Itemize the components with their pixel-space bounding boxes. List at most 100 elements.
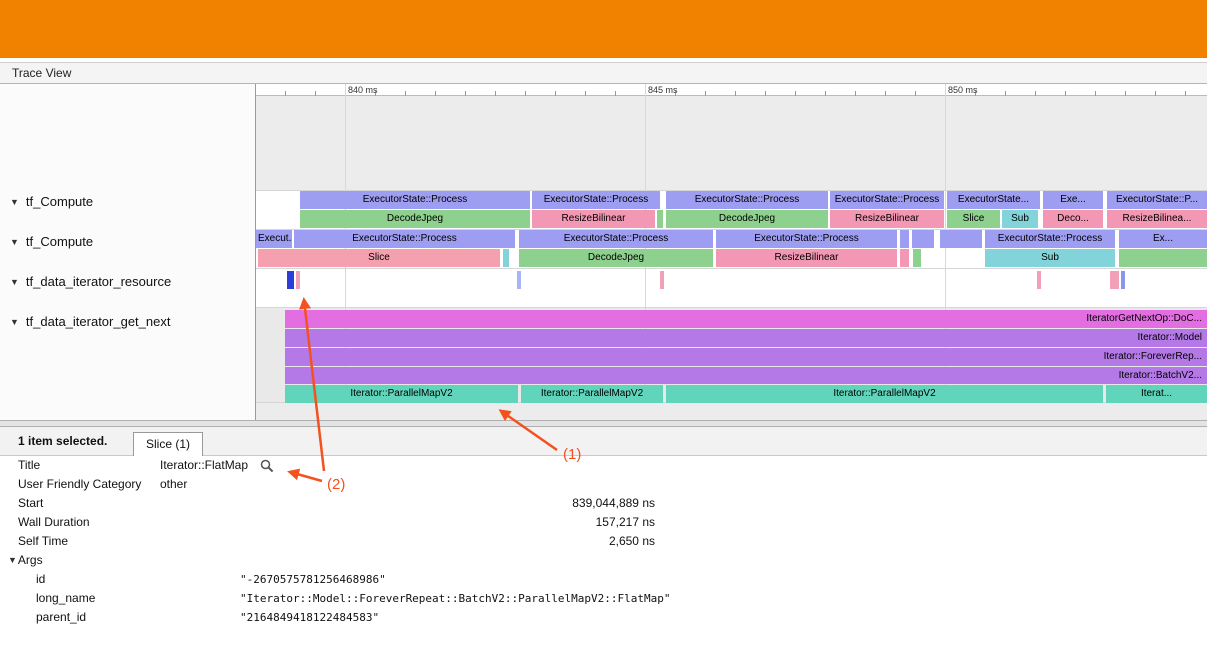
ruler-tick-label: 845 ms (648, 85, 678, 95)
arg-key: long_name (36, 591, 96, 605)
track-tf-data-iterator-get-next[interactable]: ▼ tf_data_iterator_get_next (10, 312, 170, 331)
trace-slice[interactable]: DecodeJpeg (519, 249, 713, 267)
row-separator (255, 229, 1207, 230)
trace-slice[interactable]: ExecutorState... (947, 191, 1040, 209)
trace-slice[interactable] (900, 249, 909, 267)
collapse-triangle-icon: ▼ (10, 317, 19, 327)
field-label: Self Time (18, 534, 69, 548)
field-value-wall-duration: 157,217 ns (595, 515, 655, 529)
row-separator (255, 307, 1207, 308)
trace-slice[interactable] (517, 271, 521, 289)
detail-row-title: Title Iterator::FlatMap (0, 456, 1207, 475)
trace-slice[interactable] (657, 210, 663, 228)
trace-slice[interactable]: IteratorGetNextOp::DoC... (285, 310, 1207, 328)
selected-slice[interactable] (287, 271, 294, 289)
collapse-triangle-icon: ▼ (10, 197, 19, 207)
trace-view-title: Trace View (12, 66, 72, 80)
trace-slice[interactable]: ExecutorState::P... (1107, 191, 1207, 209)
trace-slice[interactable]: ExecutorState::Process (294, 230, 515, 248)
search-icon[interactable] (260, 459, 274, 478)
args-label: Args (17, 553, 43, 567)
trace-slice[interactable] (1119, 249, 1207, 267)
trace-slice[interactable]: ExecutorState::Process (985, 230, 1115, 248)
trace-slice[interactable]: Iterator::Model (285, 329, 1207, 347)
trace-slice[interactable]: Sub (985, 249, 1115, 267)
trace-slice[interactable]: Sub (1002, 210, 1038, 228)
trace-slice[interactable] (900, 230, 909, 248)
arg-value-parent-id: "2164849418122484583" (240, 611, 380, 624)
empty-track-area (255, 96, 1207, 190)
arg-key: parent_id (36, 610, 87, 624)
detail-row-self-time: Self Time 2,650 ns (0, 532, 1207, 551)
trace-slice[interactable] (940, 230, 982, 248)
trace-slice[interactable]: DecodeJpeg (300, 210, 530, 228)
detail-row-start: Start 839,044,889 ns (0, 494, 1207, 513)
detail-row-arg-parent-id: parent_id "2164849418122484583" (0, 608, 1207, 627)
track-tf-compute-2[interactable]: ▼tf_Compute (10, 232, 93, 251)
collapse-triangle-icon: ▼ (10, 277, 19, 287)
trace-slice[interactable]: Ex... (1119, 230, 1207, 248)
trace-slice[interactable] (1110, 271, 1119, 289)
detail-row-arg-id: id "-2670575781256468986" (0, 570, 1207, 589)
ruler-tick-label: 850 ms (948, 85, 978, 95)
trace-slice[interactable]: ExecutorState::Process (532, 191, 660, 209)
ruler-tick-label: 840 ms (348, 85, 378, 95)
trace-slice[interactable]: Iterator::BatchV2... (285, 367, 1207, 384)
trace-slice[interactable] (660, 271, 664, 289)
trace-slice[interactable]: ResizeBilinear (716, 249, 897, 267)
trace-slice[interactable]: DecodeJpeg (666, 210, 828, 228)
trace-slice[interactable] (503, 249, 509, 267)
trace-slice[interactable]: ResizeBilinea... (1107, 210, 1207, 228)
trace-slice[interactable]: ExecutorState::Process (666, 191, 828, 209)
trace-slice[interactable]: ExecutorState::Process (519, 230, 713, 248)
trace-slice[interactable]: Execut... (256, 230, 292, 248)
field-value-title: Iterator::FlatMap (160, 458, 249, 472)
track-tf-data-iterator-resource[interactable]: ▼ tf_data_iterator_resource (10, 272, 171, 291)
sidebar-divider[interactable] (255, 84, 256, 420)
top-banner (0, 0, 1207, 58)
panel-divider[interactable] (0, 420, 1207, 427)
trace-slice[interactable] (913, 249, 921, 267)
trace-slice[interactable]: ResizeBilinear (830, 210, 944, 228)
trace-slice[interactable]: Exe... (1043, 191, 1103, 209)
trace-slice[interactable] (912, 230, 934, 248)
trace-slice[interactable]: Iterator::ParallelMapV2 (666, 385, 1103, 403)
args-toggle[interactable]: ▼Args (8, 551, 43, 571)
trace-slice[interactable]: ResizeBilinear (532, 210, 655, 228)
track-tf-compute-1[interactable]: ▼ tf_Compute (10, 192, 93, 211)
tab-slice[interactable]: Slice (1) (133, 432, 204, 456)
trace-slice[interactable]: Iterator::ParallelMapV2 (285, 385, 518, 403)
arg-value-long-name: "Iterator::Model::ForeverRepeat::BatchV2… (240, 592, 671, 605)
trace-slice[interactable]: Iterator::ForeverRep... (285, 348, 1207, 366)
track-sidebar: ▼tf_Compute ▼tf_Compute ▼tf_data_iterato… (0, 84, 255, 420)
collapse-triangle-icon: ▼ (10, 237, 19, 247)
field-label: User Friendly Category (18, 477, 142, 491)
detail-row-category: User Friendly Category other (0, 475, 1207, 494)
track-label: tf_data_iterator_get_next (25, 314, 171, 329)
trace-slice[interactable]: ExecutorState::Process (716, 230, 897, 248)
track-label: tf_Compute (25, 194, 94, 209)
field-value-self-time: 2,650 ns (608, 534, 655, 548)
trace-slice[interactable] (1121, 271, 1125, 289)
trace-slice[interactable]: ExecutorState::Process (300, 191, 530, 209)
track-label: tf_data_iterator_resource (25, 274, 172, 289)
trace-slice[interactable]: Slice (947, 210, 1000, 228)
timeline-bottom-fill (255, 402, 1207, 420)
trace-slice[interactable]: ExecutorState::Process (830, 191, 944, 209)
trace-slice[interactable] (296, 271, 300, 289)
ruler-ticks (255, 91, 1207, 96)
row-separator (255, 268, 1207, 269)
field-label: Title (18, 458, 41, 472)
trace-slice[interactable]: Slice (258, 249, 500, 267)
trace-slice[interactable]: Iterator::ParallelMapV2 (521, 385, 663, 403)
field-value-start: 839,044,889 ns (572, 496, 655, 510)
details-header: 1 item selected. Slice (1) (0, 427, 1207, 456)
trace-slice[interactable] (1037, 271, 1041, 289)
field-label: Start (18, 496, 44, 510)
arg-value-id: "-2670575781256468986" (240, 573, 386, 586)
detail-row-wall-duration: Wall Duration 157,217 ns (0, 513, 1207, 532)
trace-slice[interactable]: Deco... (1043, 210, 1103, 228)
details-content: Title Iterator::FlatMap User Friendly Ca… (0, 456, 1207, 627)
trace-slice[interactable]: Iterat... (1106, 385, 1207, 403)
